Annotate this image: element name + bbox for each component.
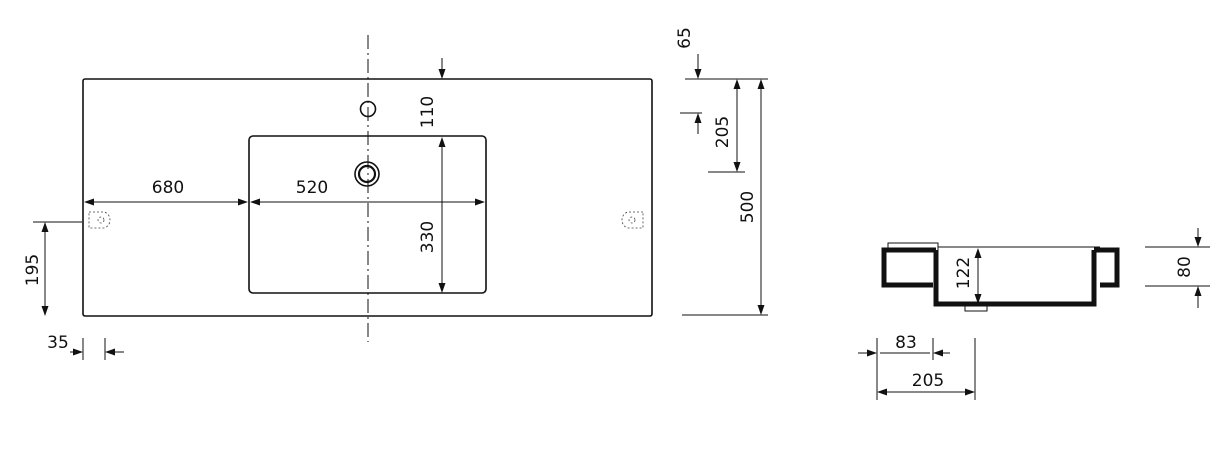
top-to-bowl-label: 205 bbox=[713, 116, 733, 148]
section-view: 122 80 83 205 bbox=[858, 228, 1210, 400]
top-offset-label: 65 bbox=[675, 27, 695, 49]
overall-depth-label: 500 bbox=[738, 191, 758, 223]
section-profile bbox=[933, 247, 1120, 307]
bowl-left-offset-label: 680 bbox=[152, 178, 184, 198]
tap-hole bbox=[359, 100, 377, 118]
rim-flange bbox=[887, 242, 939, 252]
tap-hole-offset-label: 110 bbox=[418, 96, 438, 128]
front-to-bowl-label: 205 bbox=[912, 371, 944, 391]
front-rim-profile bbox=[881, 247, 936, 288]
front-rim-width-label: 83 bbox=[895, 333, 917, 353]
drain-outlet bbox=[964, 303, 988, 312]
overall-height-label: 80 bbox=[1175, 256, 1195, 278]
drain-icon bbox=[354, 161, 380, 187]
bowl-inner-depth-label: 122 bbox=[954, 257, 974, 289]
bowl-depth-label: 330 bbox=[418, 221, 438, 253]
top-view: 680 520 110 330 195 35 bbox=[23, 35, 653, 360]
wall-fixing-left-icon bbox=[88, 211, 111, 229]
side-dimensions: 65 205 500 bbox=[675, 27, 768, 316]
wall-fixing-height-label: 195 bbox=[23, 254, 43, 286]
wall-fixing-offset-label: 35 bbox=[47, 333, 69, 353]
bowl-width-label: 520 bbox=[296, 178, 328, 198]
wall-fixing-right-icon bbox=[621, 211, 644, 229]
